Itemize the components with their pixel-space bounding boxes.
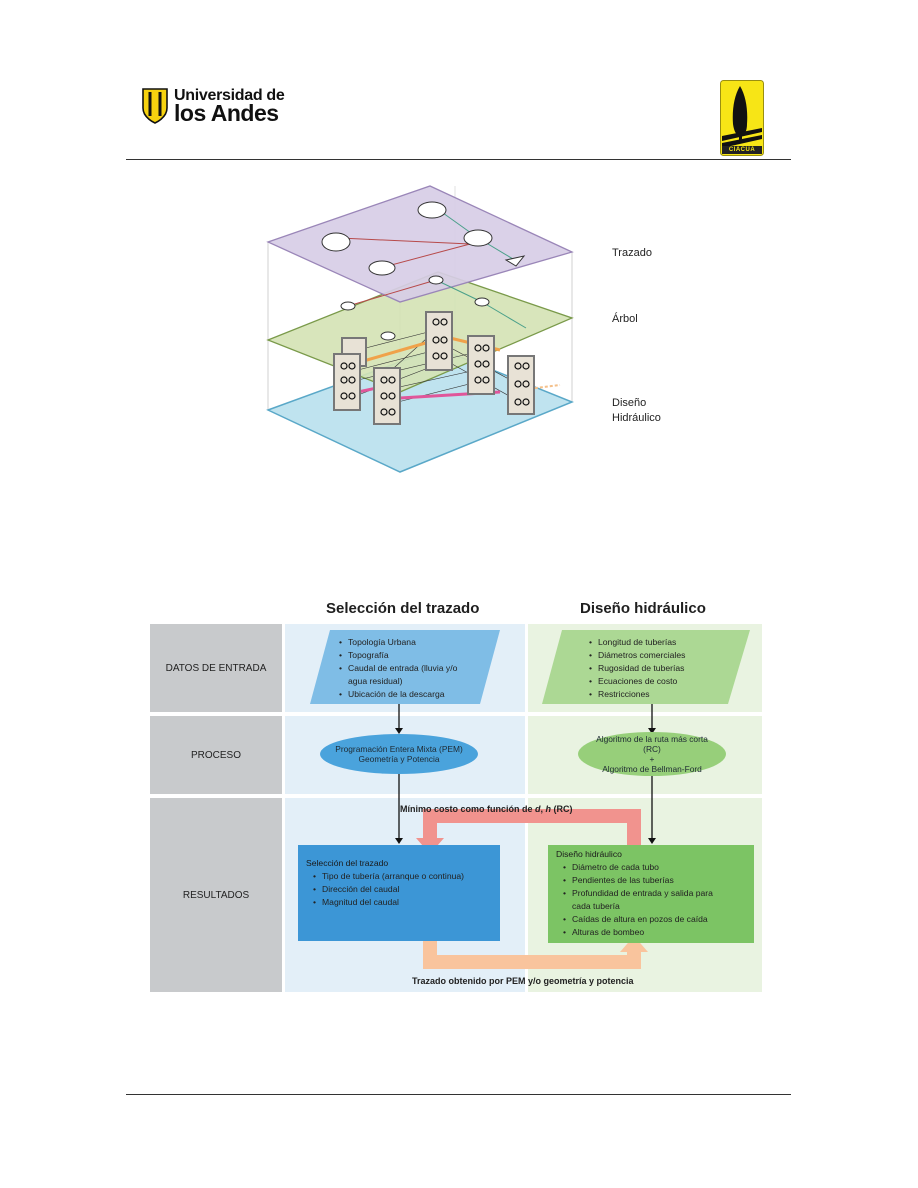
layer-layout [266, 185, 574, 303]
col-title-layout: Selección del trazado [326, 600, 480, 617]
result-right-box: Diseño hidráulico Diámetro de cada tubo … [548, 845, 754, 943]
feedback-caption-d: d [535, 804, 541, 814]
input-right-item: Ecuaciones de costo [588, 675, 738, 688]
layer-label-arbol: Árbol [612, 313, 638, 325]
layer-label-diseno: Diseño [612, 397, 647, 409]
input-right-item: Diámetros comerciales [588, 649, 738, 662]
result-right-list: Diámetro de cada tubo Pendientes de las … [562, 861, 746, 939]
result-right-item: Caídas de altura en pozos de caída [562, 913, 746, 926]
footer-divider [126, 1094, 791, 1095]
row-label-results: RESULTADOS [150, 798, 282, 992]
input-left-item-cont: agua residual) [348, 676, 403, 686]
ciacua-logo: CIACUA [720, 80, 764, 156]
result-left-item: Tipo de tubería (arranque o continua) [312, 870, 492, 883]
process-left-line: Programación Entera Mixta (PEM) [335, 744, 463, 754]
forward-caption: Trazado obtenido por PEM y/o geometría y… [412, 976, 634, 986]
layer-label-trazado: Trazado [612, 247, 652, 259]
input-left-item: Topología Urbana [338, 636, 488, 649]
universidad-de-los-andes-logo: Universidad de los Andes [142, 86, 285, 128]
result-right-item: Diámetro de cada tubo [562, 861, 746, 874]
process-left-line: Geometría y Potencia [358, 754, 440, 764]
result-left-title: Selección del trazado [306, 858, 389, 868]
cypress-tree-icon [720, 80, 764, 156]
input-right-item: Restricciones [588, 688, 738, 701]
forward-arrow [423, 938, 641, 969]
row-label-process: PROCESO [150, 716, 282, 794]
logo-line-1: Universidad de [174, 87, 285, 104]
methodology-flowchart: Selección del trazado Diseño hidráulico … [150, 588, 764, 994]
feedback-caption-sep: , [540, 804, 546, 814]
result-left-item: Magnitud del caudal [312, 896, 492, 909]
input-right-list: Longitud de tuberías Diámetros comercial… [588, 636, 738, 701]
result-right-title: Diseño hidráulico [556, 849, 622, 859]
process-right-line: Algoritmo de la ruta más corta [596, 734, 708, 744]
header-divider [126, 159, 791, 160]
layers-figure: Trazado Árbol Diseño Hidráulico [260, 180, 661, 480]
ciacua-logo-text: CIACUA [728, 147, 756, 153]
row-label-input: DATOS DE ENTRADA [150, 624, 282, 712]
col-title-hydraulic: Diseño hidráulico [580, 600, 706, 617]
input-left-item: Caudal de entrada (lluvia y/o [338, 662, 488, 675]
feedback-caption-post: (RC) [551, 804, 573, 814]
input-right-item: Rugosidad de tuberías [588, 662, 738, 675]
result-left-item: Dirección del caudal [312, 883, 492, 896]
layers-illustration [266, 185, 574, 473]
result-right-item: Profundidad de entrada y salida para [562, 887, 746, 900]
result-right-item: Pendientes de las tuberías [562, 874, 746, 887]
process-right-line: Algoritmo de Bellman-Ford [602, 764, 702, 774]
layer-label-hidraulico: Hidráulico [612, 412, 661, 424]
process-right-line: (RC) [643, 744, 661, 754]
process-left-oval: Programación Entera Mixta (PEM) Geometrí… [320, 734, 478, 774]
feedback-caption: Mínimo costo como función de d, h (RC) [400, 804, 573, 814]
andes-shield-icon [142, 88, 168, 124]
input-right-item: Longitud de tuberías [588, 636, 738, 649]
process-right-line: + [649, 754, 655, 764]
input-left-item: Ubicación de la descarga [338, 688, 488, 701]
input-left-list: Topología Urbana Topografía Caudal de en… [338, 636, 488, 701]
input-left-item: Topografía [338, 649, 488, 662]
result-left-box: Selección del trazado Tipo de tubería (a… [298, 845, 500, 941]
feedback-arrow [423, 809, 641, 846]
result-right-item: Alturas de bombeo [562, 926, 746, 939]
result-right-item-cont: cada tubería [572, 901, 620, 911]
feedback-caption-text: Mínimo costo como función de [400, 804, 535, 814]
logo-line-2: los Andes [174, 100, 279, 126]
process-right-oval: Algoritmo de la ruta más corta (RC) + Al… [578, 732, 726, 776]
result-left-list: Tipo de tubería (arranque o continua) Di… [312, 870, 492, 909]
feedback-caption-h: h [545, 804, 552, 814]
